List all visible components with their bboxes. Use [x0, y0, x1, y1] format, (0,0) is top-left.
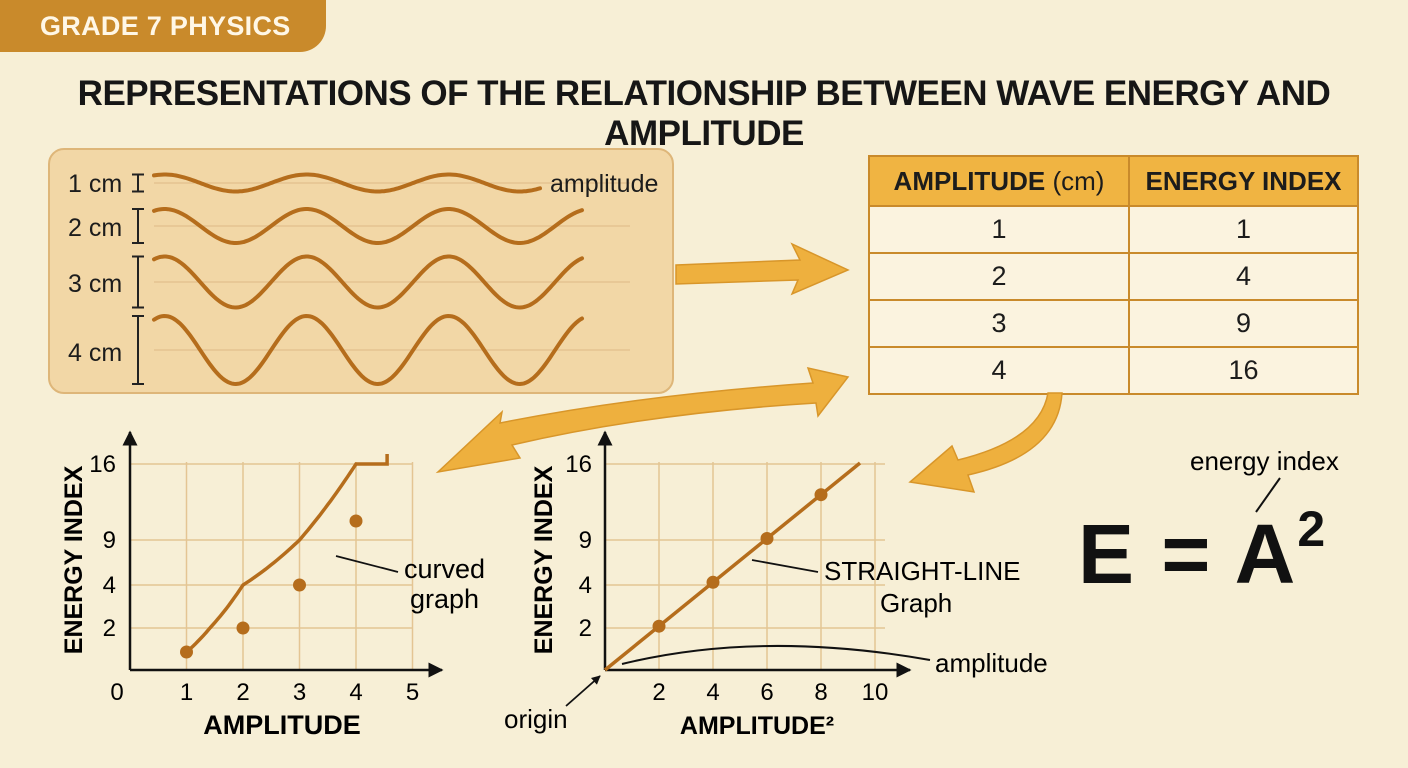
- table-cell-energy: 9: [1128, 299, 1359, 348]
- table-cell-amplitude: 2: [868, 252, 1130, 301]
- curved-graph-x-tick: 4: [349, 679, 362, 706]
- straight-graph-y-tick: 2: [579, 615, 592, 642]
- straight-graph-amplitude-label: amplitude: [935, 648, 1048, 678]
- curved-graph-x-tick: 1: [180, 679, 193, 706]
- curved-graph-y-tick: 4: [103, 572, 116, 599]
- table-header-row: AMPLITUDE (cm) ENERGY INDEX: [868, 155, 1359, 207]
- wave-drawing: [132, 172, 630, 387]
- amplitude-bracket: [132, 208, 144, 244]
- straight-graph-point: [760, 532, 774, 545]
- curved-graph-annotation-leader: [335, 555, 399, 573]
- wave-panel: 1 cm 2 cm 3 cm 4 cm amplitude: [48, 148, 674, 394]
- straight-graph-x-tick: 4: [706, 679, 719, 706]
- amplitude-bracket: [132, 255, 144, 309]
- header-amplitude: AMPLITUDE (cm): [868, 155, 1130, 207]
- curved-graph: 0 1 2 3 4 5 2 4 9 16 ENERGY INDEX AMPLITUDE curv…: [60, 430, 485, 740]
- straight-graph-point: [814, 488, 828, 502]
- wave-label-1cm: 1 cm: [68, 170, 123, 198]
- straight-graph-annotation-line1: STRAIGHT-LINE: [824, 556, 1020, 586]
- table-cell-amplitude: 1: [868, 205, 1130, 254]
- straight-graph-x-tick: 2: [652, 679, 665, 706]
- header-amplitude-text: AMPLITUDE: [893, 165, 1046, 196]
- curved-graph-x-tick: 3: [293, 679, 306, 706]
- straight-graph-y-tick: 4: [579, 572, 592, 599]
- curved-graph-xlabel: AMPLITUDE: [203, 710, 361, 740]
- curved-graph-point: [293, 578, 306, 592]
- curved-graph-annotation-line2: graph: [410, 584, 479, 614]
- wave-2cm: [152, 207, 584, 245]
- flow-arrows: [435, 242, 1063, 493]
- straight-graph-grid: [605, 462, 885, 670]
- energy-formula: E = A2: [1078, 501, 1327, 603]
- curved-graph-point: [349, 514, 363, 528]
- curved-graph-point: [180, 645, 193, 659]
- table-cell-amplitude: 3: [868, 299, 1130, 348]
- curved-graph-grid: [130, 462, 414, 670]
- formula-base: A: [1234, 507, 1298, 601]
- curved-graph-point: [236, 621, 250, 635]
- arrow-table-to-straight-graph: [908, 392, 1063, 493]
- straight-graph-y-tick: 9: [579, 527, 592, 554]
- origin-label: origin: [504, 704, 568, 734]
- curved-graph-x-tick: 2: [236, 679, 249, 706]
- straight-graph: 2 4 6 8 10 2 4 9 16 ENERGY INDEX AMPLITUDE² STR…: [504, 430, 1048, 740]
- arrow-panel-to-table: [675, 242, 850, 296]
- wave-label-4cm: 4 cm: [68, 339, 123, 367]
- curved-graph-y-tick: 9: [103, 527, 116, 554]
- straight-graph-amplitude-leader: [621, 644, 931, 665]
- wave-amplitude-annotation: amplitude: [550, 170, 659, 198]
- table-cell-energy: 4: [1128, 252, 1359, 301]
- straight-graph-annotation-leader: [751, 559, 819, 573]
- origin-pointer: [565, 675, 601, 707]
- wave-3cm: [152, 254, 584, 310]
- straight-graph-y-tick: 16: [565, 451, 592, 478]
- straight-graph-x-tick: 10: [862, 679, 889, 706]
- table-cell-amplitude: 4: [868, 346, 1130, 395]
- formula-annotation: energy index: [1190, 446, 1339, 476]
- amplitude-bracket: [132, 173, 144, 193]
- curved-graph-x-tick: 0: [110, 679, 123, 706]
- curved-graph-y-tick: 16: [89, 451, 116, 478]
- curved-graph-ylabel: ENERGY INDEX: [60, 465, 88, 654]
- arrow-table-to-curved-graph: [435, 366, 850, 474]
- wave-label-3cm: 3 cm: [68, 270, 123, 298]
- straight-graph-point: [706, 575, 720, 589]
- straight-graph-point: [652, 619, 666, 633]
- straight-graph-x-tick: 8: [814, 679, 827, 706]
- curved-graph-y-tick: 2: [103, 615, 116, 642]
- header-energy: ENERGY INDEX: [1128, 155, 1359, 207]
- wave-1cm: [152, 172, 542, 194]
- curved-graph-annotation-line1: curved: [404, 554, 485, 584]
- grade-badge: GRADE 7 PHYSICS: [0, 0, 326, 52]
- amplitude-bracket: [132, 315, 144, 385]
- table-cell-energy: 16: [1128, 346, 1359, 395]
- formula-lhs: E: [1078, 507, 1137, 601]
- straight-graph-annotation-line2: Graph: [880, 588, 952, 618]
- header-amplitude-unit: (cm): [1052, 165, 1105, 196]
- curved-graph-line: [185, 454, 389, 654]
- straight-graph-ylabel: ENERGY INDEX: [530, 465, 558, 654]
- page-title: REPRESENTATIONS OF THE RELATIONSHIP BETW…: [77, 74, 1331, 153]
- formula-equals: =: [1161, 507, 1213, 601]
- wave-label-2cm: 2 cm: [68, 214, 123, 242]
- straight-graph-x-tick: 6: [760, 679, 773, 706]
- curved-graph-x-tick: 5: [406, 679, 419, 706]
- formula-annotation-leader: [1255, 477, 1281, 513]
- table-cell-energy: 1: [1128, 205, 1359, 254]
- wave-4cm: [152, 313, 584, 387]
- straight-graph-xlabel: AMPLITUDE²: [680, 712, 834, 740]
- formula-exponent: 2: [1297, 501, 1328, 557]
